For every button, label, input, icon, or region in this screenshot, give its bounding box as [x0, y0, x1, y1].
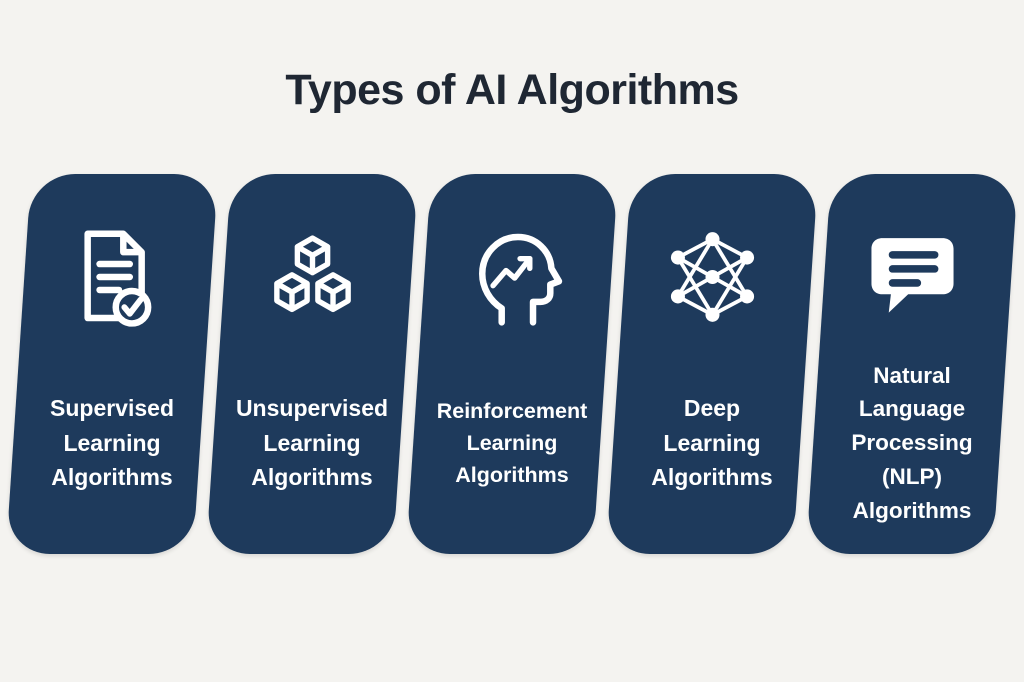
card-deep-learning: Deep Learning Algorithms — [605, 174, 819, 554]
card-label: Reinforcement Learning Algorithms — [436, 398, 588, 488]
card-label: Deep Learning Algorithms — [651, 395, 773, 491]
page-title: Types of AI Algorithms — [285, 66, 739, 114]
card-reinforcement-learning: Reinforcement Learning Algorithms — [405, 174, 619, 554]
card-label: Natural Language Processing (NLP) Algori… — [851, 362, 973, 523]
card-nlp: Natural Language Processing (NLP) Algori… — [805, 174, 1019, 554]
head-growth-icon — [458, 206, 566, 348]
cards-row: Supervised Learning Algorithms Unsupervi… — [5, 174, 1019, 554]
card-unsupervised-learning: Unsupervised Learning Algorithms — [205, 174, 419, 554]
card-content: Reinforcement Learning Algorithms — [419, 174, 606, 554]
neural-network-icon — [658, 206, 766, 348]
card-content: Supervised Learning Algorithms — [19, 174, 206, 554]
card-content: Unsupervised Learning Algorithms — [219, 174, 406, 554]
chat-bubble-icon — [858, 206, 966, 348]
card-content: Natural Language Processing (NLP) Algori… — [819, 174, 1006, 554]
card-label: Unsupervised Learning Algorithms — [235, 395, 389, 491]
cubes-icon — [258, 206, 366, 348]
card-content: Deep Learning Algorithms — [619, 174, 806, 554]
card-label: Supervised Learning Algorithms — [50, 395, 174, 491]
document-check-icon — [58, 206, 166, 348]
card-supervised-learning: Supervised Learning Algorithms — [5, 174, 219, 554]
